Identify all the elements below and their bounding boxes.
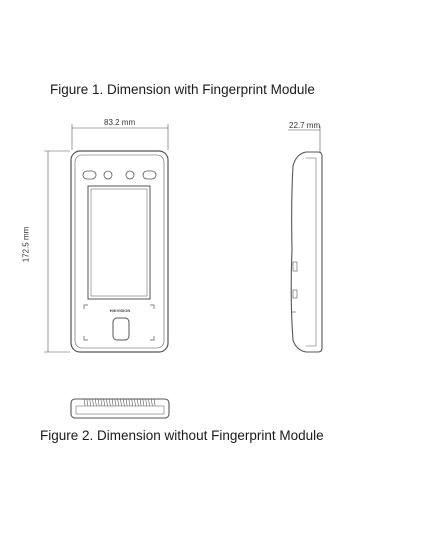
bottom-vent-grille — [83, 398, 156, 407]
depth-dimension-label: 22.7 mm — [289, 121, 321, 130]
vent-slat — [148, 398, 150, 407]
corner-mark — [83, 304, 88, 309]
side-port — [292, 289, 298, 299]
vent-slat — [83, 398, 86, 407]
fingerprint-sensor — [112, 317, 130, 341]
vent-slat — [97, 398, 100, 407]
vent-slat — [100, 398, 103, 407]
vent-slat — [145, 398, 148, 407]
vent-slat — [139, 398, 142, 407]
corner-mark — [83, 336, 88, 341]
width-dimension-label: 83.2 mm — [104, 118, 136, 127]
vent-slat — [136, 398, 139, 407]
side-view — [290, 151, 323, 353]
bottom-view — [70, 398, 170, 419]
screen-outer — [87, 185, 151, 300]
vent-slat — [134, 398, 136, 407]
vent-slat — [92, 398, 94, 407]
vent-slat — [153, 398, 156, 407]
right-ir-sensor — [142, 170, 157, 180]
vent-slat — [106, 398, 108, 407]
vent-slat — [150, 398, 153, 407]
side-outer-profile — [290, 151, 323, 353]
vent-slat — [103, 398, 106, 407]
bottom-inner-edge — [75, 405, 165, 415]
corner-mark — [150, 304, 155, 309]
left-ir-sensor — [82, 170, 97, 180]
vent-slat — [122, 398, 125, 407]
vent-slat — [120, 398, 122, 407]
vent-slat — [142, 398, 145, 407]
figure-1-caption: Figure 1. Dimension with Fingerprint Mod… — [50, 82, 315, 97]
vent-slat — [94, 398, 97, 407]
bottom-outer-shell — [70, 398, 170, 419]
vent-slat — [86, 398, 89, 407]
vent-slat — [111, 398, 114, 407]
vent-slat — [89, 398, 92, 407]
front-inner-bezel — [74, 154, 165, 349]
side-inner-profile — [306, 157, 317, 347]
vent-slat — [125, 398, 128, 407]
vent-slat — [128, 398, 131, 407]
figure-2-caption: Figure 2. Dimension without Fingerprint … — [40, 428, 324, 443]
right-camera — [125, 170, 135, 180]
front-view — [70, 150, 169, 353]
height-dimension-line — [44, 150, 70, 353]
side-port — [292, 261, 298, 272]
screen-inner — [90, 188, 148, 297]
vent-slat — [114, 398, 117, 407]
width-dimension-line — [71, 124, 169, 150]
brand-logo: HIKVISION — [110, 308, 131, 313]
corner-mark — [150, 336, 155, 341]
vent-slat — [131, 398, 134, 407]
left-camera — [103, 170, 113, 180]
vent-slat — [108, 398, 111, 407]
vent-slat — [117, 398, 120, 407]
depth-dimension-line — [288, 126, 321, 152]
front-outer-shell — [70, 150, 169, 353]
